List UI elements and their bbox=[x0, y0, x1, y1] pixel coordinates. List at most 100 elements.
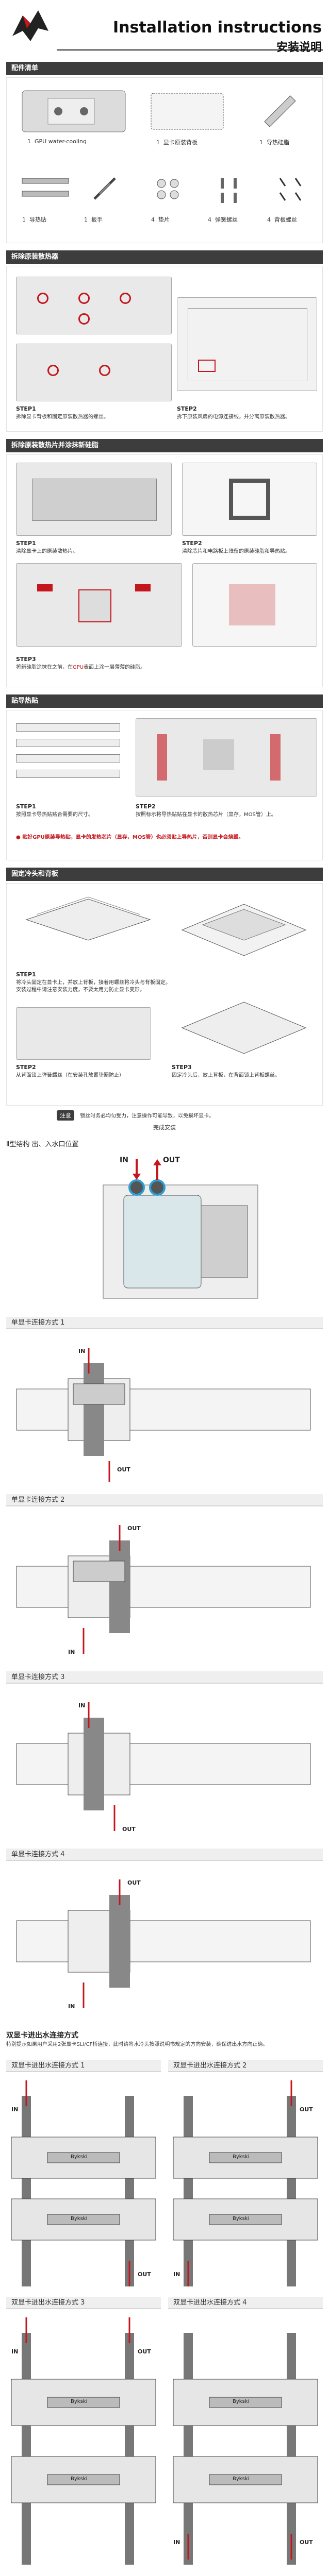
dual-m2-out: OUT bbox=[300, 2106, 313, 2113]
part-num-5: 1 bbox=[84, 216, 88, 223]
dual-m1-bar: 双显卡进出水连接方式 1 bbox=[6, 2060, 161, 2072]
title-en: Installation instructions bbox=[112, 19, 322, 37]
brand-logo bbox=[7, 5, 54, 46]
part-num-1: 1 bbox=[27, 138, 31, 145]
backplate-final-view bbox=[172, 987, 316, 1059]
dual-heading: 双显卡进出水连接方式 bbox=[6, 2031, 78, 2040]
single-m2-bar: 单显卡连接方式 2 bbox=[6, 1494, 323, 1506]
part-spacer: 4 垫片 bbox=[141, 163, 198, 225]
dual-m3-out: OUT bbox=[138, 2348, 151, 2355]
page-header: Installation instructions 安装说明 bbox=[0, 0, 329, 57]
pads-step2-title: STEP2 bbox=[136, 803, 156, 810]
part-num-7: 4 bbox=[208, 216, 211, 223]
part-num-8: 4 bbox=[267, 216, 271, 223]
chip-paste-closeup bbox=[192, 563, 317, 647]
clean-step1-desc: 清除显卡上的原装散热片。 bbox=[16, 549, 78, 554]
single-m4-in: IN bbox=[68, 2003, 75, 2010]
water-heading: Ⅱ型结构 出、入水口位置 bbox=[6, 1141, 79, 1148]
clean-step3-desc-b: 表面上涂一层薄薄的硅脂。 bbox=[84, 665, 146, 670]
dual-m3-bar: 双显卡进出水连接方式 3 bbox=[6, 2297, 161, 2309]
fix-step3-title: STEP3 bbox=[172, 1064, 192, 1071]
section-fix: 固定冷头和背板 bbox=[6, 868, 323, 881]
fix-step2-desc: 从背面锁上弹簧螺丝（在安装孔放置垫圈防止） bbox=[16, 1073, 124, 1078]
part-gpu-cooling: 1 GPU water-cooling bbox=[17, 86, 130, 147]
part-num-6: 4 bbox=[151, 216, 155, 223]
single-m2-out: OUT bbox=[127, 1525, 141, 1532]
dual-m3-diagram: IN OUT Bykski Bykski bbox=[6, 2312, 161, 2570]
note-row: 注意 锁丝时务必均匀受力，注意操作可能导致，以免损坏显卡。 bbox=[57, 1110, 273, 1121]
dual-m1-brand-b: Bykski bbox=[71, 2216, 88, 2222]
clean-step3-desc: 将新硅脂涂抹在之前，在GPU表面上涂一层薄薄的硅脂。 bbox=[16, 664, 315, 671]
part-label-gpu-cooling: GPU water-cooling bbox=[35, 138, 87, 145]
part-backplate: 1 显卡原装背板 bbox=[141, 86, 234, 147]
part-label-thermal-pad: 导热贴 bbox=[29, 216, 46, 223]
part-num-4: 1 bbox=[22, 216, 26, 223]
part-label-spring-screw: 弹簧螺丝 bbox=[215, 216, 238, 223]
dual-m2-bar: 双显卡进出水连接方式 2 bbox=[168, 2060, 323, 2072]
dual-m1-in: IN bbox=[11, 2106, 19, 2113]
section-clean: 拆除原装散热片并涂抹新硅脂 bbox=[6, 439, 323, 452]
single-m3-out: OUT bbox=[122, 1826, 136, 1833]
gpu-pcb-with-sinks bbox=[16, 463, 172, 536]
clean-step1-title: STEP1 bbox=[16, 540, 36, 547]
exploded-assembly-1 bbox=[16, 889, 160, 945]
clean-step3-title: STEP3 bbox=[16, 656, 36, 663]
single-m3-diagram: IN OUT bbox=[6, 1687, 323, 1841]
single-m4-out: OUT bbox=[127, 1879, 141, 1886]
part-thermal-paste: 1 导热硅脂 bbox=[249, 86, 311, 147]
dual-m2-in: IN bbox=[173, 2271, 180, 2278]
single-m4-bar: 单显卡连接方式 4 bbox=[6, 1849, 323, 1861]
single-m2-in: IN bbox=[68, 1649, 75, 1655]
dual-m4-in: IN bbox=[173, 2539, 180, 2546]
fix-panel: STEP1 将冷头固定在显卡上，并放上背板，接着用螺丝将冷头与背板固定。安装过程… bbox=[6, 883, 323, 1106]
part-spring-screw: 4 弹簧螺丝 bbox=[203, 163, 259, 225]
clean-panel: STEP1 清除显卡上的原装散热片。 STEP2 清除芯片和电路板上残留的原装硅… bbox=[6, 454, 323, 687]
dual-desc: 特别提示如果用户采用2张显卡SLI/CF桥连接，此时请将水冷头按照说明书规定的方… bbox=[6, 2042, 268, 2047]
pads-step2-desc: 按照标示将导热贴贴在显卡的散热芯片（显存，MOS管）上。 bbox=[136, 812, 276, 818]
single-m1-bar: 单显卡连接方式 1 bbox=[6, 1317, 323, 1329]
single-m2-diagram: OUT IN bbox=[6, 1510, 323, 1664]
part-label-backplate-screw: 背板螺丝 bbox=[274, 216, 297, 223]
exploded-assembly-2 bbox=[172, 889, 316, 966]
section-parts: 配件清单 bbox=[6, 62, 323, 75]
pads-step1-title: STEP1 bbox=[16, 803, 36, 810]
note-tag: 注意 bbox=[57, 1110, 74, 1121]
dual-m2-brand-a: Bykski bbox=[233, 2154, 250, 2160]
section-pads: 贴导热贴 bbox=[6, 694, 323, 708]
part-thermal-pad: 1 导热贴 bbox=[17, 163, 74, 225]
dual-m4-out: OUT bbox=[300, 2539, 313, 2546]
gpu-card-back-1 bbox=[16, 277, 172, 334]
dual-m3-brand-b: Bykski bbox=[71, 2476, 88, 2482]
part-num-3: 1 bbox=[259, 139, 263, 146]
water-in-label: IN bbox=[120, 1156, 128, 1164]
parts-panel: 1 GPU water-cooling 1 显卡原装背板 1 导热硅脂 1 导热… bbox=[6, 77, 323, 243]
part-screwdriver: 1 扳手 bbox=[79, 163, 136, 225]
gpu-pcb-pads bbox=[136, 718, 317, 796]
dis-step2-desc: 拆下原装风扇的电源连接线，并分离原装散热器。 bbox=[177, 414, 290, 420]
dis-step1-title: STEP1 bbox=[16, 405, 36, 412]
part-label-spacer: 垫片 bbox=[158, 216, 170, 223]
single-m1-diagram: IN OUT bbox=[6, 1332, 323, 1487]
dual-m3-brand-a: Bykski bbox=[71, 2399, 88, 2404]
pad-sizes bbox=[16, 718, 120, 795]
title-cn: 安装说明 bbox=[276, 41, 322, 54]
single-m1-out: OUT bbox=[117, 1466, 130, 1473]
clean-step3-desc-gpu: GPU bbox=[73, 665, 84, 670]
pads-step1-desc: 按照显卡导热贴贴合需要的尺寸。 bbox=[16, 812, 93, 818]
water-inout-diagram: IN OUT bbox=[83, 1154, 268, 1309]
dual-m1-out: OUT bbox=[138, 2271, 151, 2278]
dual-m4-brand-a: Bykski bbox=[233, 2399, 250, 2404]
dual-m2-brand-b: Bykski bbox=[233, 2216, 250, 2222]
clean-step2-desc: 清除芯片和电路板上残留的原装硅脂和导热贴。 bbox=[182, 549, 290, 554]
fix-step1-title: STEP1 bbox=[16, 971, 36, 978]
pads-panel: STEP1 按照显卡导热贴贴合需要的尺寸。 STEP2 按照标示将导热贴贴在显卡… bbox=[6, 710, 323, 860]
fix-step1-desc: 将冷头固定在显卡上，并放上背板，接着用螺丝将冷头与背板固定。安装过程中请注意安装… bbox=[16, 980, 171, 993]
single-m3-in: IN bbox=[78, 1702, 86, 1709]
dis-step2-title: STEP2 bbox=[177, 405, 197, 412]
clean-step3-desc-a: 将新硅脂涂抹在之前，在 bbox=[16, 665, 73, 670]
dual-m4-brand-b: Bykski bbox=[233, 2476, 250, 2482]
chip-closeup bbox=[182, 463, 317, 536]
dual-m2-diagram: OUT IN Bykski Bykski bbox=[168, 2075, 323, 2292]
fix-step2-title: STEP2 bbox=[16, 1064, 36, 1071]
part-num-2: 1 bbox=[156, 139, 160, 146]
